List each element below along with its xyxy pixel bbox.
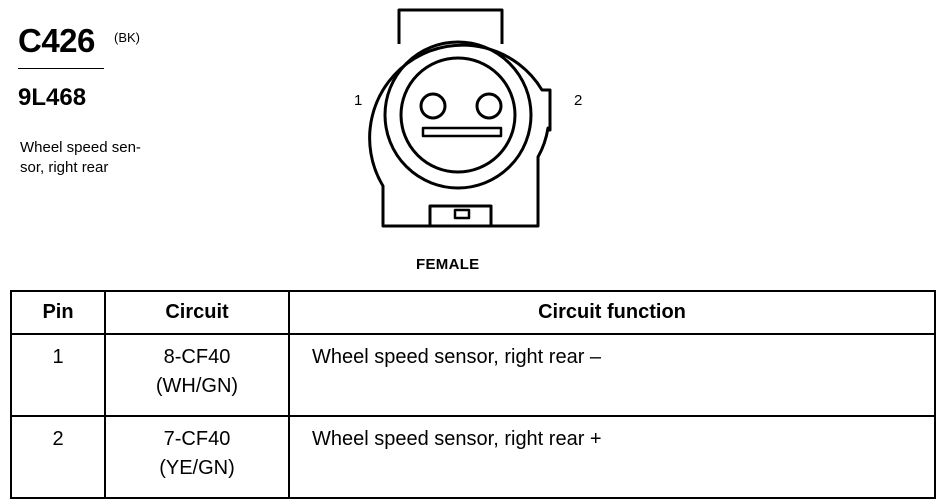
pin-cell: 1 — [10, 333, 106, 417]
table-row: 2 7-CF40 (YE/GN) Wheel speed sensor, rig… — [10, 415, 936, 499]
header-pin: Pin — [10, 290, 106, 335]
terminal-1-cavity — [419, 92, 447, 120]
circuit-cell: 8-CF40 (WH/GN) — [104, 333, 290, 417]
id-divider — [18, 68, 104, 69]
description-text: Wheel speed sen- sor, right rear — [20, 139, 141, 176]
header-circuit-function: Circuit function — [288, 290, 936, 335]
connector-inner-ring — [383, 40, 533, 190]
function-cell: Wheel speed sensor, right rear – — [288, 333, 936, 417]
pin-label-2: 2 — [574, 92, 583, 109]
header-circuit: Circuit — [104, 290, 290, 335]
pin-label-1: 1 — [354, 92, 363, 109]
table-row: 1 8-CF40 (WH/GN) Wheel speed sensor, rig… — [10, 333, 936, 417]
connector-outer-shell — [368, 43, 552, 228]
connector-description: Wheel speed sen- sor, right rear — [20, 138, 180, 178]
circuit-number: 7-CF40 — [163, 428, 231, 450]
connector-lock-nub — [453, 208, 471, 220]
keying-bar — [421, 126, 503, 138]
connector-face — [399, 56, 517, 174]
connector-lock-tab — [428, 204, 493, 226]
connector-face-drawing — [368, 8, 552, 228]
connector-key-housing — [397, 8, 504, 44]
pin-table: Pin Circuit Circuit function 1 8-CF40 (W… — [10, 290, 936, 499]
circuit-cell: 7-CF40 (YE/GN) — [104, 415, 290, 499]
part-number: 9L468 — [18, 84, 87, 111]
pin-cell: 2 — [10, 415, 106, 499]
wire-color: (WH/GN) — [155, 375, 239, 397]
circuit-number: 8-CF40 — [163, 346, 231, 368]
connector-id: C426 — [18, 22, 95, 59]
function-cell: Wheel speed sensor, right rear + — [288, 415, 936, 499]
table-header-row: Pin Circuit Circuit function — [10, 290, 936, 335]
wire-color: (YE/GN) — [159, 457, 235, 479]
connector-gender: FEMALE — [416, 256, 480, 273]
terminal-2-cavity — [475, 92, 503, 120]
color-code: (BK) — [114, 30, 140, 45]
